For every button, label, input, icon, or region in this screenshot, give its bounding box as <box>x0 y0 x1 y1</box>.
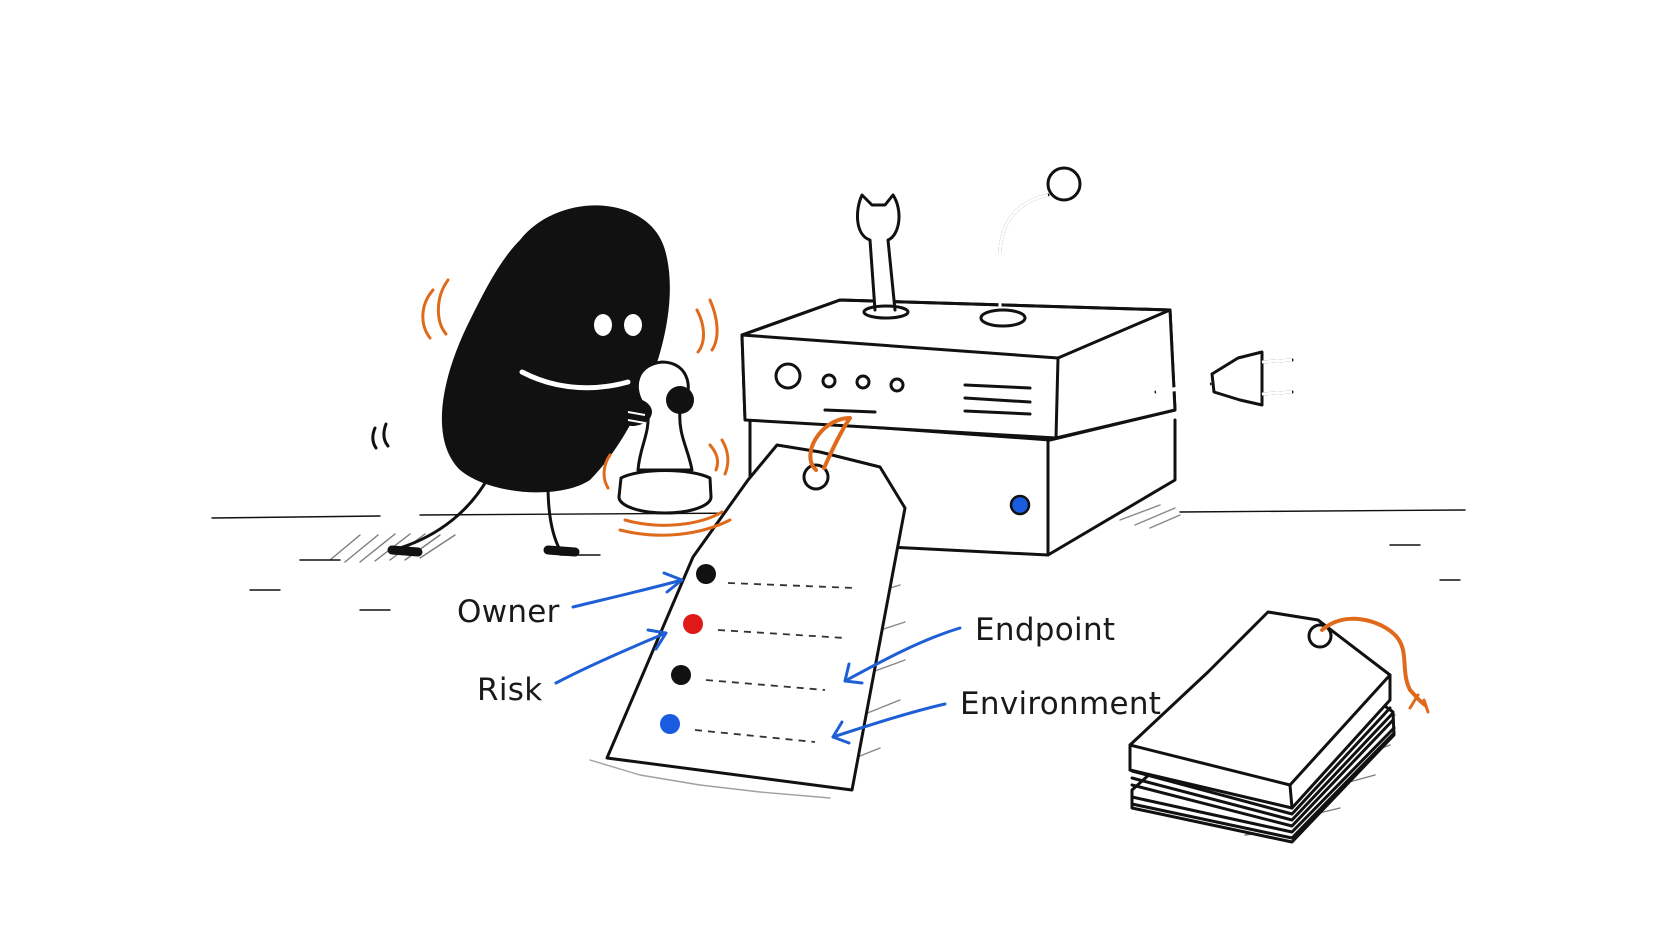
microphone-stem-icon <box>979 166 1082 328</box>
risk-label: Risk <box>477 672 542 708</box>
tag-field-dot-endpoint <box>671 665 691 685</box>
wrench-icon <box>856 193 910 320</box>
tag-stack-icon <box>1128 610 1430 844</box>
endpoint-callout: Endpoint <box>843 612 1115 685</box>
risk-callout: Risk <box>477 628 668 708</box>
field-labels: Owner Risk Endpoint Environment <box>457 571 1161 745</box>
tag-field-dot-owner <box>696 564 716 584</box>
environment-label: Environment <box>960 686 1161 722</box>
endpoint-label: Endpoint <box>975 612 1115 648</box>
tag-field-dot-environment <box>660 714 680 734</box>
environment-callout: Environment <box>831 686 1161 745</box>
hanging-tag-icon <box>605 416 907 792</box>
power-plug-icon <box>1154 350 1294 407</box>
rubber-stamp-icon <box>602 360 732 537</box>
tag-field-dot-risk <box>683 614 703 634</box>
owner-callout: Owner <box>457 571 684 630</box>
power-button-icon <box>1009 494 1031 516</box>
owner-label: Owner <box>457 594 560 630</box>
blob-character-icon <box>371 205 719 557</box>
